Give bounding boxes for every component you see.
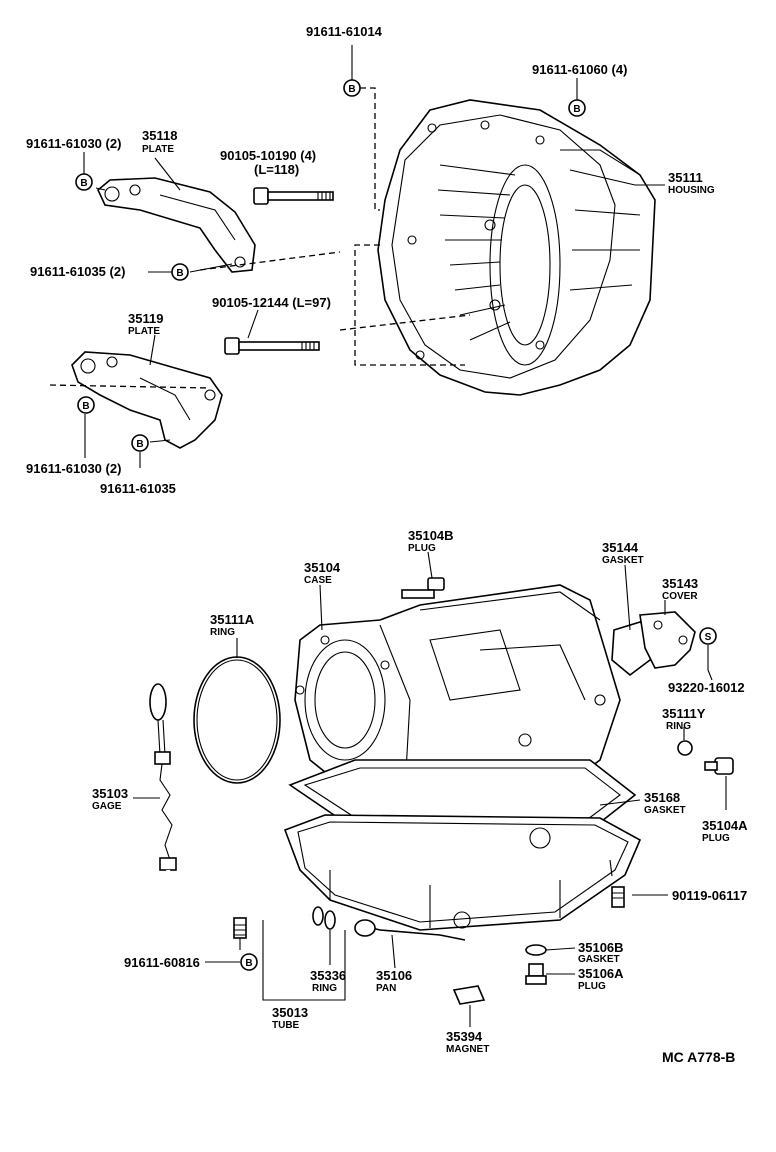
plug-35104b xyxy=(401,577,445,599)
name-35144: GASKET xyxy=(602,555,644,566)
marker-b-91611-61014: B xyxy=(343,79,361,97)
oil-pan-35106 xyxy=(283,814,642,931)
label-90105-10190-len: (L=118) xyxy=(254,162,299,177)
label-35336: 35336 xyxy=(310,968,346,983)
label-35013: 35013 xyxy=(272,1005,308,1020)
ring-35111a xyxy=(193,656,281,784)
name-35013: TUBE xyxy=(272,1020,300,1031)
pan-tube-end xyxy=(354,919,376,937)
label-35111y: 35111Y xyxy=(662,706,706,721)
svg-text:B: B xyxy=(82,401,89,412)
label-35118: 35118 xyxy=(142,128,177,143)
label-91611-60816: 91611-60816 xyxy=(124,955,200,970)
svg-text:B: B xyxy=(136,439,143,450)
marker-s-93220-16012: S xyxy=(699,627,717,645)
label-91611-61035-bot: 91611-61035 xyxy=(100,481,176,496)
name-35336: RING xyxy=(312,983,337,994)
bolt-90119-06117 xyxy=(611,886,625,908)
gasket-35106b xyxy=(525,944,547,956)
label-91611-61014: 91611-61014 xyxy=(306,24,383,39)
svg-text:B: B xyxy=(348,84,355,95)
label-35143: 35143 xyxy=(662,576,698,591)
label-35104a: 35104A xyxy=(702,818,748,833)
ring-35111y xyxy=(677,740,693,756)
marker-b-91611-61060: B xyxy=(568,99,586,117)
svg-text:B: B xyxy=(80,178,87,189)
label-35394: 35394 xyxy=(446,1029,483,1044)
label-91611-61030-top: 91611-61030 (2) xyxy=(26,136,121,151)
ring-35336 xyxy=(324,910,336,930)
svg-text:B: B xyxy=(573,104,580,115)
svg-text:S: S xyxy=(705,632,712,643)
label-35104: 35104 xyxy=(304,560,341,575)
name-35104b: PLUG xyxy=(408,543,436,554)
transmission-case xyxy=(294,584,621,816)
label-35106b: 35106B xyxy=(578,940,624,955)
label-91611-61060: 91611-61060 (4) xyxy=(532,62,627,77)
name-35103: GAGE xyxy=(92,801,122,812)
tube-35013 xyxy=(166,869,324,926)
name-35111a: RING xyxy=(210,627,235,638)
name-35104a: PLUG xyxy=(702,833,730,844)
bolt-90105-12144 xyxy=(224,337,320,355)
plate-35118 xyxy=(97,177,256,273)
plate-35119 xyxy=(71,351,223,449)
svg-text:B: B xyxy=(176,268,183,279)
label-90105-10190: 90105-10190 (4) xyxy=(220,148,316,163)
name-35106: PAN xyxy=(376,983,396,994)
name-35119: PLATE xyxy=(128,326,160,337)
label-35144: 35144 xyxy=(602,540,639,555)
name-35168: GASKET xyxy=(644,805,686,816)
marker-b-91611-61035-bot: B xyxy=(131,434,149,452)
svg-text:B: B xyxy=(245,958,252,969)
marker-b-91611-60816: B xyxy=(240,953,258,971)
label-35106: 35106 xyxy=(376,968,412,983)
marker-b-91611-61035-top: B xyxy=(171,263,189,281)
label-35106a: 35106A xyxy=(578,966,624,981)
label-35168: 35168 xyxy=(644,790,680,805)
label-90105-12144: 90105-12144 (L=97) xyxy=(212,295,331,310)
marker-b-91611-61030-bot: B xyxy=(77,396,95,414)
label-90119-06117: 90119-06117 xyxy=(672,888,747,903)
label-91611-61035-top: 91611-61035 (2) xyxy=(30,264,125,279)
label-35103: 35103 xyxy=(92,786,128,801)
name-35118: PLATE xyxy=(142,144,174,155)
bolt-90105-10190 xyxy=(253,187,334,205)
bolt-91611-60816 xyxy=(233,917,247,939)
diagram-reference: MC A778-B xyxy=(662,1049,735,1065)
magnet-35394 xyxy=(452,985,486,1005)
name-35104: CASE xyxy=(304,575,332,586)
leader-lines xyxy=(83,45,727,1027)
label-35111: 35111 xyxy=(668,170,703,185)
marker-b-91611-61030-top: B xyxy=(75,173,93,191)
plug-35104a xyxy=(704,757,734,775)
label-93220-16012: 93220-16012 xyxy=(668,680,745,695)
name-35143: COVER xyxy=(662,591,698,602)
converter-housing xyxy=(377,99,656,396)
name-35394: MAGNET xyxy=(446,1044,489,1055)
plug-35106a xyxy=(525,963,547,985)
part-labels: 91611-61014 91611-61060 (4) 91611-61030 … xyxy=(26,24,748,1065)
name-35106b: GASKET xyxy=(578,954,620,965)
label-91611-61030-bot: 91611-61030 (2) xyxy=(26,461,121,476)
label-35119: 35119 xyxy=(128,311,163,326)
label-35104b: 35104B xyxy=(408,528,454,543)
name-35111y: RING xyxy=(666,721,691,732)
label-35111a: 35111A xyxy=(210,612,255,627)
name-35111: HOUSING xyxy=(668,185,715,196)
gage-35103 xyxy=(149,683,177,871)
name-35106a: PLUG xyxy=(578,981,606,992)
